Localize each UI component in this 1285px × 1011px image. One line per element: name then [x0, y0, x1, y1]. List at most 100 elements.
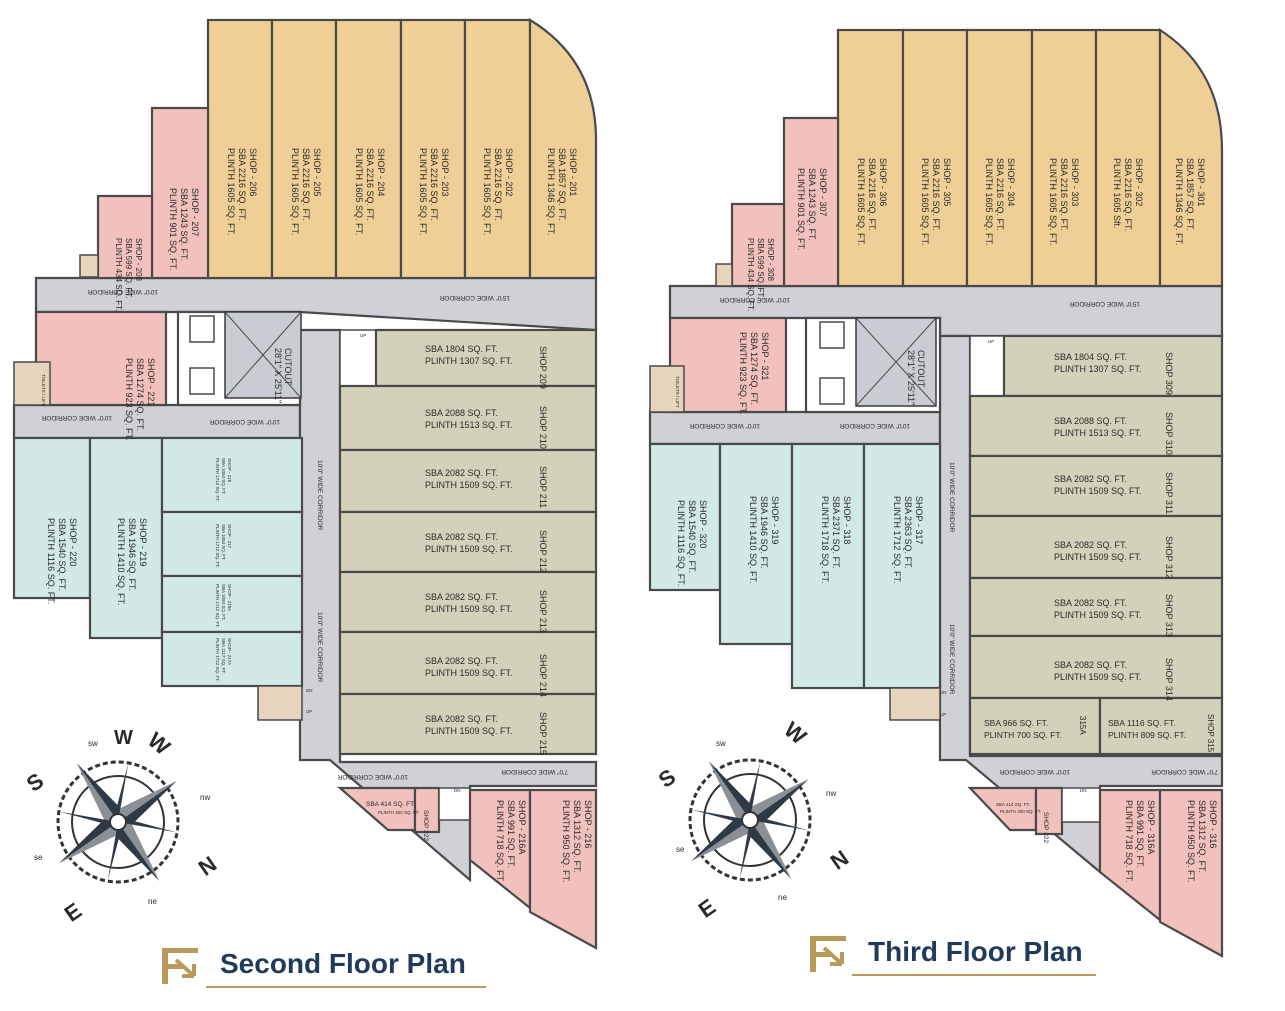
shop-206-plinth: PLINTH 1605 SQ. FT.	[226, 148, 236, 236]
shop-208-sba: SBA 599 SQ. FT.	[124, 238, 133, 298]
shop-305-plinth: PLINTH 1605 SQ. FT.	[920, 158, 930, 246]
svg-text:SHOP - 221SBA 1274 SQ. FT.PLIN: SHOP - 221SBA 1274 SQ. FT.PLINTH 923 SQ.…	[124, 358, 156, 441]
shop-318-plinth: PLINTH 1718 SQ. FT.	[820, 496, 830, 584]
shop-215-sba: SBA 2082 SQ. FT.	[425, 714, 498, 724]
svg-text:SHOP - 308SBA 599 SQ. FT.PLINT: SHOP - 308SBA 599 SQ. FT.PLINTH 434 SQ. …	[746, 238, 775, 311]
svg-text:SBA 2082 SQ. FT.PLINTH 1509 SQ: SBA 2082 SQ. FT.PLINTH 1509 SQ. FT.	[425, 656, 513, 678]
shop-308	[730, 202, 786, 288]
compass-e-label: E	[60, 898, 86, 927]
shop-315a	[968, 696, 1102, 756]
corridor-label: 10'0" WIDE CORRIDOR	[719, 296, 790, 303]
shop-311-sba: SBA 2082 SQ. FT.	[1054, 474, 1127, 484]
shop-216-plinth: PLINTH 950 SQ. FT.	[561, 800, 571, 883]
svg-text:SHOP - 218ASBA 1094 SQ. FT.PLI: SHOP - 218ASBA 1094 SQ. FT.PLINTH 1712 S…	[215, 584, 232, 628]
shop-220-plinth: PLINTH 1116 SQ. FT.	[46, 518, 56, 604]
shop-311	[968, 454, 1224, 518]
dn-label: DN	[306, 688, 313, 693]
shop-312-name: SHOP 312	[1164, 536, 1174, 579]
staircase-icon	[1061, 787, 1101, 823]
second-floor-plan: SHOP - 206SBA 2216 SQ. FT.PLINTH 1605 SQ…	[12, 18, 598, 950]
shop-322-box	[1034, 786, 1064, 836]
shop-302	[1094, 28, 1162, 288]
svg-text:SHOP - 321SBA 1274 SQ. FT.PLIN: SHOP - 321SBA 1274 SQ. FT.PLINTH 923 SQ.…	[738, 332, 770, 415]
shop-208-name: SHOP - 208	[134, 238, 143, 282]
corridor-label: 10'0" WIDE CORRIDOR	[337, 773, 408, 780]
lift-icon	[189, 315, 215, 343]
shop-219-plinth: PLINTH 1410 SQ. FT.	[116, 518, 126, 606]
shop-305	[901, 28, 969, 288]
corridor-label: 10'0" WIDE CORRIDOR	[999, 768, 1070, 775]
shop-213-plinth: PLINTH 1509 SQ. FT.	[425, 604, 513, 614]
staircase-icon	[969, 335, 1005, 397]
shop-309-sba: SBA 1804 SQ. FT.	[1054, 352, 1127, 362]
corridor-label: 10'0" WIDE CORRIDOR	[316, 612, 323, 683]
shop-217-name: SHOP - 217	[227, 524, 232, 549]
shop-205-plinth: PLINTH 1605 SQ. FT.	[290, 148, 300, 236]
shop-217-plinth: PLINTH 1712 SQ. FT.	[215, 524, 220, 568]
shop-321	[668, 316, 788, 414]
shop-213-sba: SBA 2082 SQ. FT.	[425, 592, 498, 602]
shop-222-label-box	[413, 786, 441, 834]
shop-209-sba: SBA 1804 SQ. FT.	[425, 344, 498, 354]
svg-text:SHOP - 216SBA 1312 SQ. FT.PLIN: SHOP - 216SBA 1312 SQ. FT.PLINTH 950 SQ.…	[561, 800, 593, 883]
shop-216-name: SHOP - 216	[583, 800, 593, 848]
shop-219-sba: SBA 1946 SQ. FT.	[127, 518, 137, 591]
shop-205-name: SHOP - 205	[312, 148, 322, 196]
shop-203-plinth: PLINTH 1605 SQ. FT.	[418, 148, 428, 236]
shop-314	[968, 634, 1224, 700]
shop-316a-sba: SBA 991 SQ. FT.	[1135, 800, 1145, 868]
shop-310-name: SHOP 310	[1164, 412, 1174, 455]
toilets-block	[649, 365, 685, 413]
shop-215-name: SHOP 215	[538, 712, 548, 755]
corridor-label: 10'0" WIDE CORRIDOR	[316, 460, 323, 531]
shop-207-plinth: PLINTH 901 SQ. FT.	[168, 188, 178, 271]
shop-211-plinth: PLINTH 1509 SQ. FT.	[425, 480, 513, 490]
corridor-label: 10'0" WIDE CORRIDOR	[948, 462, 955, 533]
corridor-label: 15'0" WIDE CORRIDOR	[1069, 300, 1140, 307]
shop-222	[337, 786, 417, 832]
corridor-label: 10'0" WIDE CORRIDOR	[948, 624, 955, 695]
shop-318-sba: SBA 2371 SQ. FT.	[831, 496, 841, 569]
svg-text:SHOP - 208SBA 599 SQ. FT.PLINT: SHOP - 208SBA 599 SQ. FT.PLINTH 434 SQ. …	[114, 238, 143, 311]
shop-315	[1098, 696, 1224, 756]
shop-320-name: SHOP - 320	[698, 500, 708, 548]
shop-315a-name: 315A	[1078, 716, 1087, 735]
lift-icon	[819, 321, 845, 349]
shop-321-name: SHOP - 321	[760, 332, 770, 380]
toilets-label: TOILETS / LIFT	[41, 374, 46, 406]
compass-ne-label: ne	[778, 893, 787, 902]
shop-302-plinth: PLINTH 1605 Sft.	[1112, 158, 1122, 229]
shop-322-sba: SBA 414 SQ. FT.	[996, 802, 1030, 807]
shop-212-sba: SBA 2082 SQ. FT.	[425, 532, 498, 542]
svg-text:SHOP - 205SBA 2216 SQ. FT.PLIN: SHOP - 205SBA 2216 SQ. FT.PLINTH 1605 SQ…	[290, 148, 322, 236]
shop-313-sba: SBA 2082 SQ. FT.	[1054, 598, 1127, 608]
compass-n-label: N	[826, 845, 853, 875]
svg-text:SHOP - 316SBA 1312 SQ. FT.PLIN: SHOP - 316SBA 1312 SQ. FT.PLINTH 950 SQ.…	[1186, 800, 1218, 883]
lift-icon	[819, 377, 845, 405]
shop-220-name: SHOP - 220	[68, 518, 78, 566]
shop-301-plinth: PLINTH 1346 SQ. FT.	[1174, 158, 1184, 246]
compass-nw-label: nw	[826, 789, 836, 798]
shop-201-plinth: PLINTH 1346 SQ. FT.	[546, 148, 556, 236]
svg-text:CUTOUT28'1" X 25'11": CUTOUT28'1" X 25'11"	[273, 348, 293, 403]
shop-207-name: SHOP - 207	[190, 188, 200, 236]
compass-rose-icon: W	[56, 727, 180, 884]
svg-text:SHOP - 219SBA 1946 SQ. FT.PLIN: SHOP - 219SBA 1946 SQ. FT.PLINTH 1410 SQ…	[116, 518, 148, 606]
shop-315a-plinth: PLINTH 700 SQ. FT.	[984, 730, 1062, 740]
shop-303-name: SHOP - 303	[1070, 158, 1080, 206]
shop-306-plinth: PLINTH 1605 SQ. FT.	[856, 158, 866, 246]
svg-text:SHOP - 220SBA 1540 SQ. FT.PLIN: SHOP - 220SBA 1540 SQ. FT.PLINTH 1116 SQ…	[46, 518, 78, 604]
compass-sw-label: sw	[88, 739, 98, 748]
shop-217a-name: SHOP - 217A	[227, 638, 232, 665]
shop-220	[12, 436, 92, 600]
shop-307	[782, 116, 840, 288]
svg-text:SHOP - 303SBA 2216 SQ. FT.PLIN: SHOP - 303SBA 2216 SQ. FT.PLINTH 1605 SQ…	[1048, 158, 1080, 246]
svg-text:SBA 2082 SQ. FT.PLINTH 1509 SQ: SBA 2082 SQ. FT.PLINTH 1509 SQ. FT.	[1054, 598, 1142, 620]
up-label: UP	[940, 712, 946, 717]
shop-213-name: SHOP 213	[538, 590, 548, 633]
svg-text:SHOP - 218SBA 1094 SQ. FT.PLIN: SHOP - 218SBA 1094 SQ. FT.PLINTH 1712 SQ…	[215, 458, 232, 502]
shop-214-name: SHOP 214	[538, 654, 548, 697]
shop-210-sba: SBA 2088 SQ. FT.	[425, 408, 498, 418]
shop-301-sba: SBA 1857 SQ. FT.	[1185, 158, 1195, 231]
staircase-icon	[339, 329, 377, 387]
